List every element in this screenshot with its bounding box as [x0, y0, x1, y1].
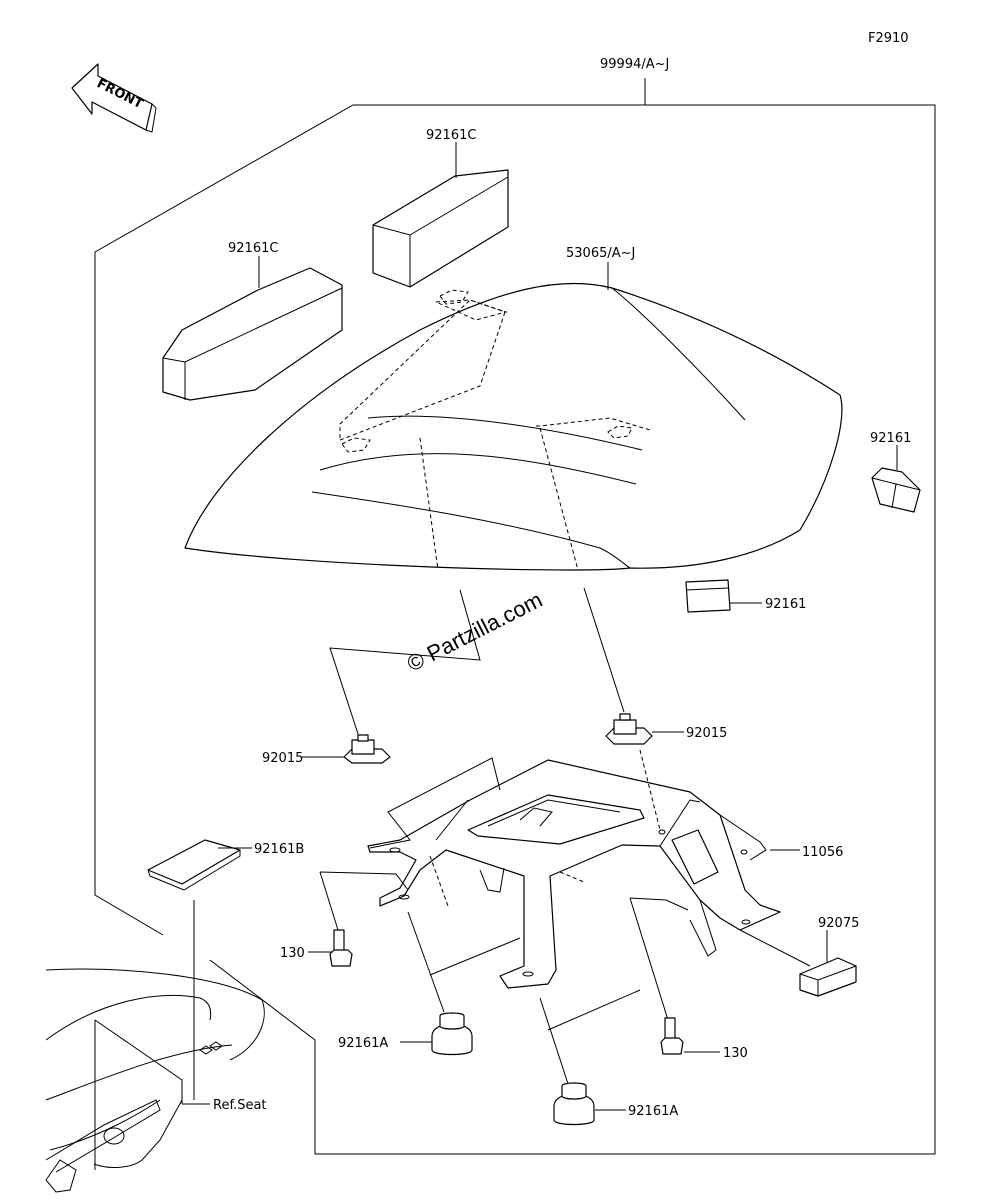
label-pad-left: 92161C — [228, 241, 278, 256]
pad-right-upper — [871, 467, 921, 513]
label-bolt-right: 130 — [723, 1046, 748, 1061]
label-pad-top: 92161C — [426, 128, 476, 143]
pad-right-lower — [685, 579, 731, 613]
small-block — [799, 957, 857, 997]
bolt-left — [319, 871, 409, 967]
nut-left — [343, 734, 391, 764]
label-seat-cover: 53065/A~J — [566, 246, 635, 261]
label-nut-right: 92015 — [686, 726, 727, 741]
bracket — [367, 759, 781, 989]
label-damper-left: 92161A — [338, 1036, 388, 1051]
bolt-right — [629, 897, 689, 1055]
ref-seat — [45, 968, 265, 1193]
damper-left — [407, 911, 521, 1056]
watermark: © Partzilla.com — [403, 587, 546, 677]
diagram-code: F2910 — [868, 31, 909, 46]
seat-cover — [184, 282, 843, 571]
pad-left — [162, 267, 343, 401]
label-damper-right: 92161A — [628, 1104, 678, 1119]
pad-top — [372, 169, 509, 288]
label-pad-right-upper: 92161 — [870, 431, 911, 446]
label-small-block: 92075 — [818, 916, 859, 931]
label-nut-left: 92015 — [262, 751, 303, 766]
label-ref-seat: Ref.Seat — [213, 1098, 267, 1113]
label-bracket: 11056 — [802, 845, 843, 860]
kit-outline — [94, 78, 936, 1155]
label-kit: 99994/A~J — [600, 57, 669, 72]
label-bolt-left: 130 — [280, 946, 305, 961]
nut-right — [605, 713, 653, 745]
damper-right — [539, 989, 641, 1126]
label-pad-sheet: 92161B — [254, 842, 304, 857]
label-pad-right-lower: 92161 — [765, 597, 806, 612]
front-arrow-icon: FRONT — [71, 63, 157, 133]
pad-sheet — [147, 839, 241, 891]
